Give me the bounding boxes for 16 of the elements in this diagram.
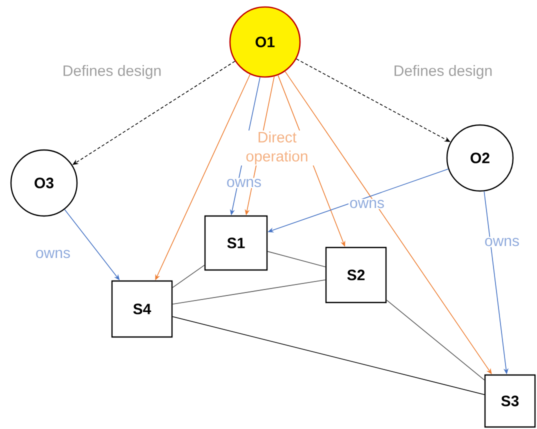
edge-label: Direct operation <box>236 130 318 166</box>
connector-line <box>267 251 326 268</box>
edge-label: owns <box>484 236 521 248</box>
connector-line <box>172 279 326 305</box>
edge-label: owns <box>34 248 72 260</box>
connector-line <box>386 300 485 380</box>
site-box: S2 <box>325 246 387 304</box>
site-box: S1 <box>204 215 268 271</box>
connector-line <box>172 264 205 288</box>
edge-label: Defines design <box>61 64 163 80</box>
edge-label: owns <box>226 178 263 188</box>
connector-line <box>172 316 485 395</box>
site-box: S4 <box>111 280 173 338</box>
site-box: S3 <box>484 374 536 428</box>
edge-label: Defines design <box>392 64 494 80</box>
edge-label: owns <box>348 198 386 210</box>
